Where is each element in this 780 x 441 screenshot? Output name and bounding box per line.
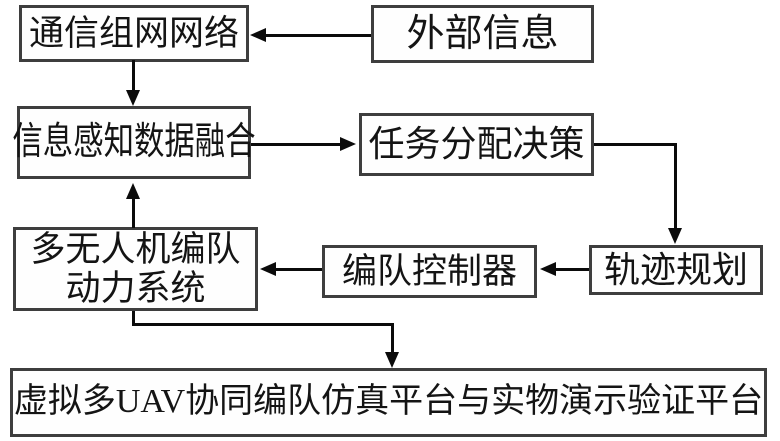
- node-external-info: 外部信息: [371, 5, 594, 63]
- node-trajectory-planning-label: 轨迹规划: [603, 249, 748, 290]
- node-formation-controller-label: 编队控制器: [341, 251, 517, 291]
- node-platform-label: 虚拟多UAV协同编队仿真平台与实物演示验证平台: [13, 383, 764, 421]
- edge-taskallocation-to-trajectory-line-horizontal: [594, 143, 677, 146]
- node-formation-controller: 编队控制器: [322, 245, 537, 298]
- edge-controller-to-dynamics-arrowhead-icon: [260, 262, 276, 276]
- edge-trajectory-to-controller-arrowhead-icon: [540, 262, 556, 276]
- node-task-allocation-label: 任务分配决策: [368, 124, 585, 165]
- edge-dynamics-to-infofusion-line: [132, 197, 135, 228]
- edge-externalinfo-to-commnetwork-line: [264, 34, 371, 37]
- node-external-info-label: 外部信息: [406, 12, 559, 55]
- edge-infofusion-to-taskallocation-arrowhead-icon: [340, 137, 356, 151]
- edge-dynamics-to-platform-line-horizontal: [132, 323, 394, 326]
- node-comm-network: 通信组网网络: [19, 5, 249, 62]
- edge-dynamics-to-platform-line-vertical2: [391, 323, 394, 354]
- edge-controller-to-dynamics-line: [274, 268, 322, 271]
- edge-dynamics-to-platform-arrowhead-icon: [385, 352, 399, 368]
- node-info-fusion: 信息感知数据融合: [12, 106, 256, 179]
- node-uav-dynamics: 多无人机编队 动力系统: [13, 227, 258, 311]
- node-uav-dynamics-label-line1: 多无人机编队: [30, 229, 241, 269]
- node-trajectory-planning: 轨迹规划: [589, 245, 763, 295]
- edge-taskallocation-to-trajectory-line-vertical: [674, 143, 677, 230]
- node-uav-dynamics-label-line2: 动力系统: [65, 269, 206, 308]
- edge-commnetwork-to-infofusion-arrowhead-icon: [126, 90, 140, 106]
- node-task-allocation: 任务分配决策: [359, 113, 594, 176]
- edge-trajectory-to-controller-line: [554, 268, 589, 271]
- edge-commnetwork-to-infofusion-line: [132, 60, 135, 92]
- edge-externalinfo-to-commnetwork-arrowhead-icon: [250, 28, 266, 42]
- node-comm-network-label: 通信组网网络: [28, 13, 239, 53]
- node-platform: 虚拟多UAV协同编队仿真平台与实物演示验证平台: [10, 368, 767, 437]
- edge-taskallocation-to-trajectory-arrowhead-icon: [668, 228, 682, 244]
- edge-dynamics-to-platform-line-vertical1: [132, 311, 135, 326]
- edge-dynamics-to-infofusion-arrowhead-icon: [126, 183, 140, 199]
- node-info-fusion-label: 信息感知数据融合: [12, 121, 256, 164]
- edge-infofusion-to-taskallocation-line: [251, 143, 341, 146]
